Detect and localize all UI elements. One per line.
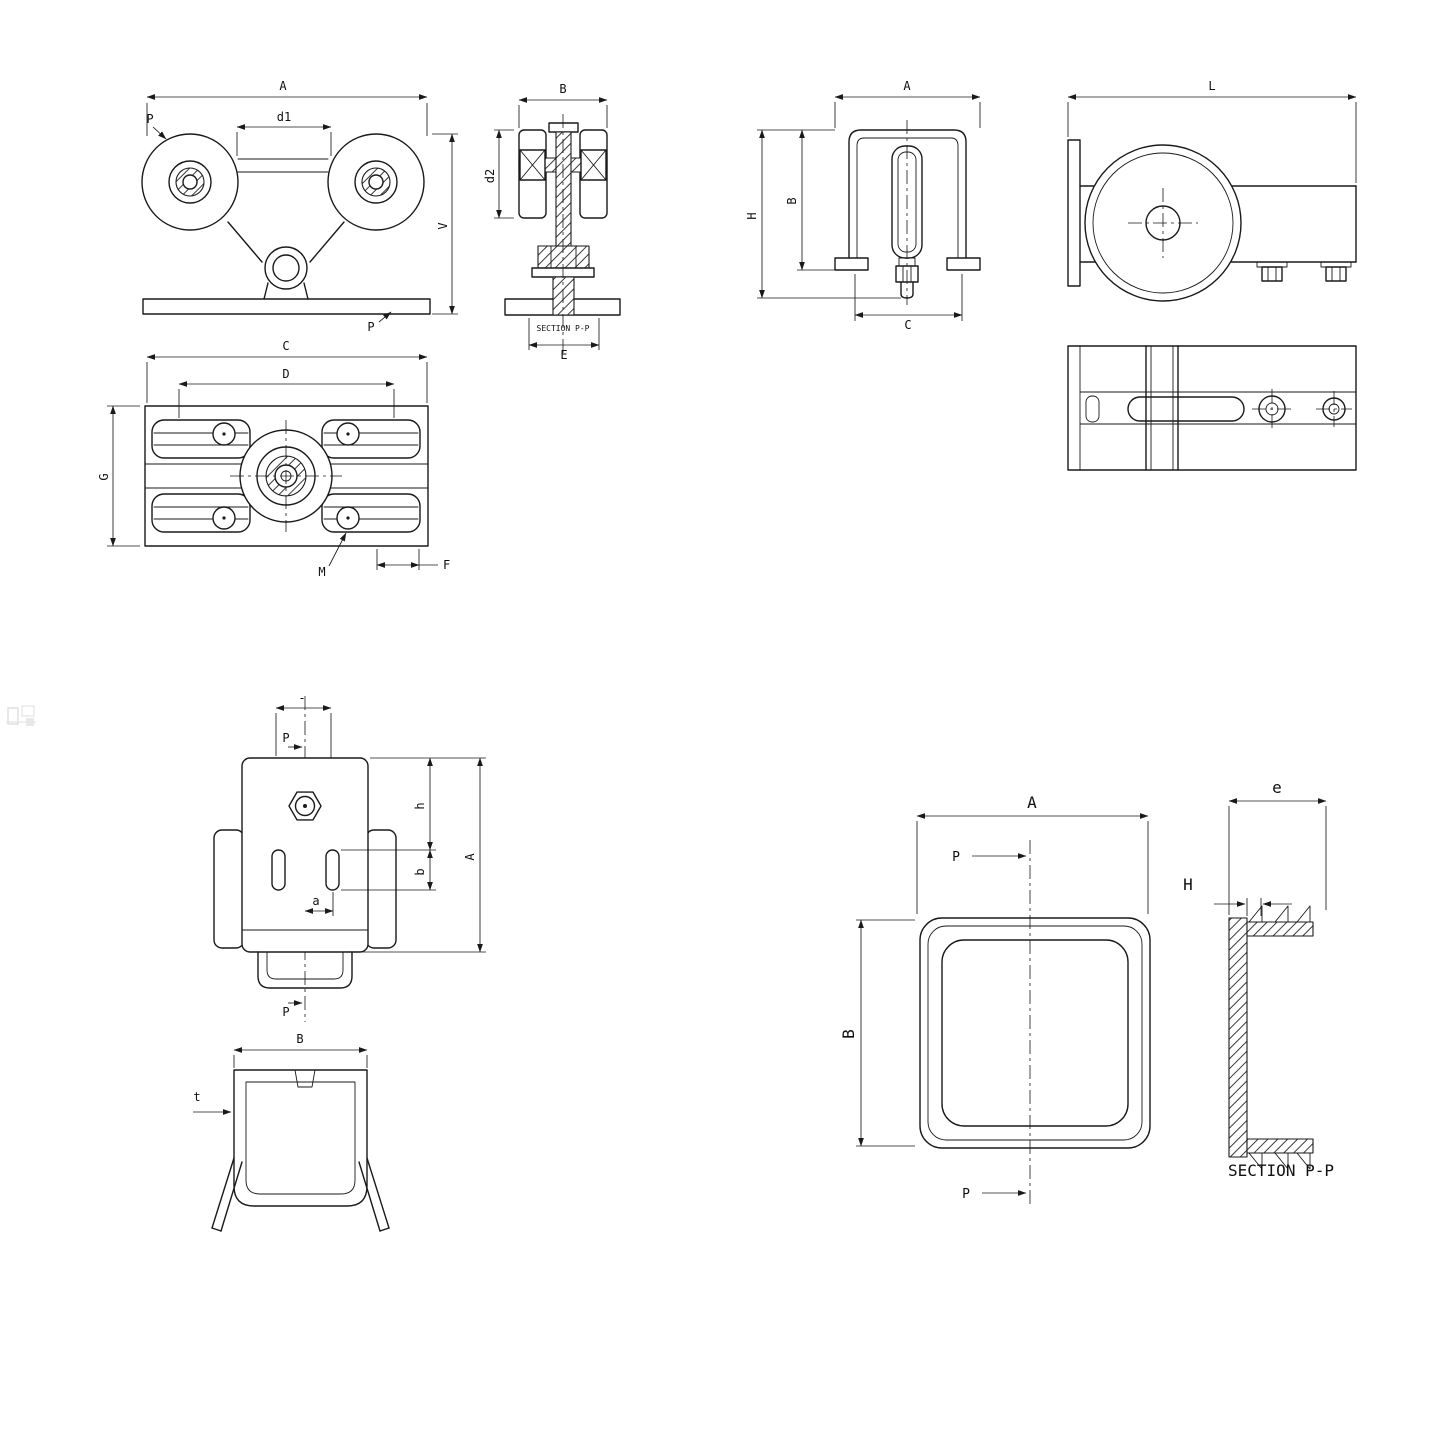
guide-front-view: B t <box>193 1032 390 1232</box>
bracket-side-view: L <box>1067 79 1357 302</box>
scan-artifact <box>6 705 36 726</box>
section-title: SECTION P-P <box>537 324 590 333</box>
cap-side-section-view: e H SECTION P-P <box>1183 778 1334 1180</box>
guide-top-view: - P a h b A P <box>213 691 486 1022</box>
section-title: SECTION P-P <box>1228 1161 1334 1180</box>
section-p-label-bottom: P <box>282 1005 289 1019</box>
dim-label-a: A <box>279 79 287 93</box>
dim-label-a-small: a <box>312 894 319 908</box>
trolley-front-view: A P d1 V P <box>141 79 458 334</box>
trolley-side-section-view: B d2 SECTION P-P E <box>483 82 621 362</box>
dim-label-b: b <box>413 868 427 875</box>
dim-label-a: A <box>1027 793 1037 812</box>
dim-label-top: - <box>298 691 305 705</box>
dim-label-d2: d2 <box>483 169 497 183</box>
dim-label-b: B <box>296 1032 303 1046</box>
dim-label-g: G <box>97 473 111 480</box>
dim-label-a: A <box>903 79 911 93</box>
bracket-bottom-view <box>1067 345 1357 471</box>
section-p-label-top: P <box>952 850 960 865</box>
dim-label-t: t <box>193 1090 200 1104</box>
dim-label-c: C <box>904 318 911 332</box>
section-p-label-bottom: P <box>962 1187 970 1202</box>
cap-front-view: A B P P <box>839 793 1151 1206</box>
dim-label-l: L <box>1208 79 1215 93</box>
dim-label-b: B <box>559 82 566 96</box>
section-p-label-top: P <box>146 112 153 126</box>
dim-label-e: e <box>1272 778 1282 797</box>
dim-label-m: M <box>318 565 325 579</box>
dim-label-h: H <box>1183 875 1193 894</box>
dim-label-f: F <box>443 558 450 572</box>
bracket-front-view: A H B C <box>745 79 981 332</box>
dim-label-c: C <box>282 339 289 353</box>
dim-label-h: H <box>745 212 759 219</box>
dim-label-d1: d1 <box>277 110 291 124</box>
dim-label-b: B <box>785 197 799 204</box>
dim-label-v: V <box>436 222 450 229</box>
dim-label-a: A <box>463 853 477 861</box>
dim-label-h: h <box>413 802 427 809</box>
dim-label-b: B <box>839 1029 858 1039</box>
section-p-label-bottom: P <box>367 320 374 334</box>
dim-label-e: E <box>560 348 567 362</box>
section-p-label-top: P <box>282 731 289 745</box>
dim-label-d: D <box>282 367 289 381</box>
trolley-top-view: C D <box>97 339 450 579</box>
